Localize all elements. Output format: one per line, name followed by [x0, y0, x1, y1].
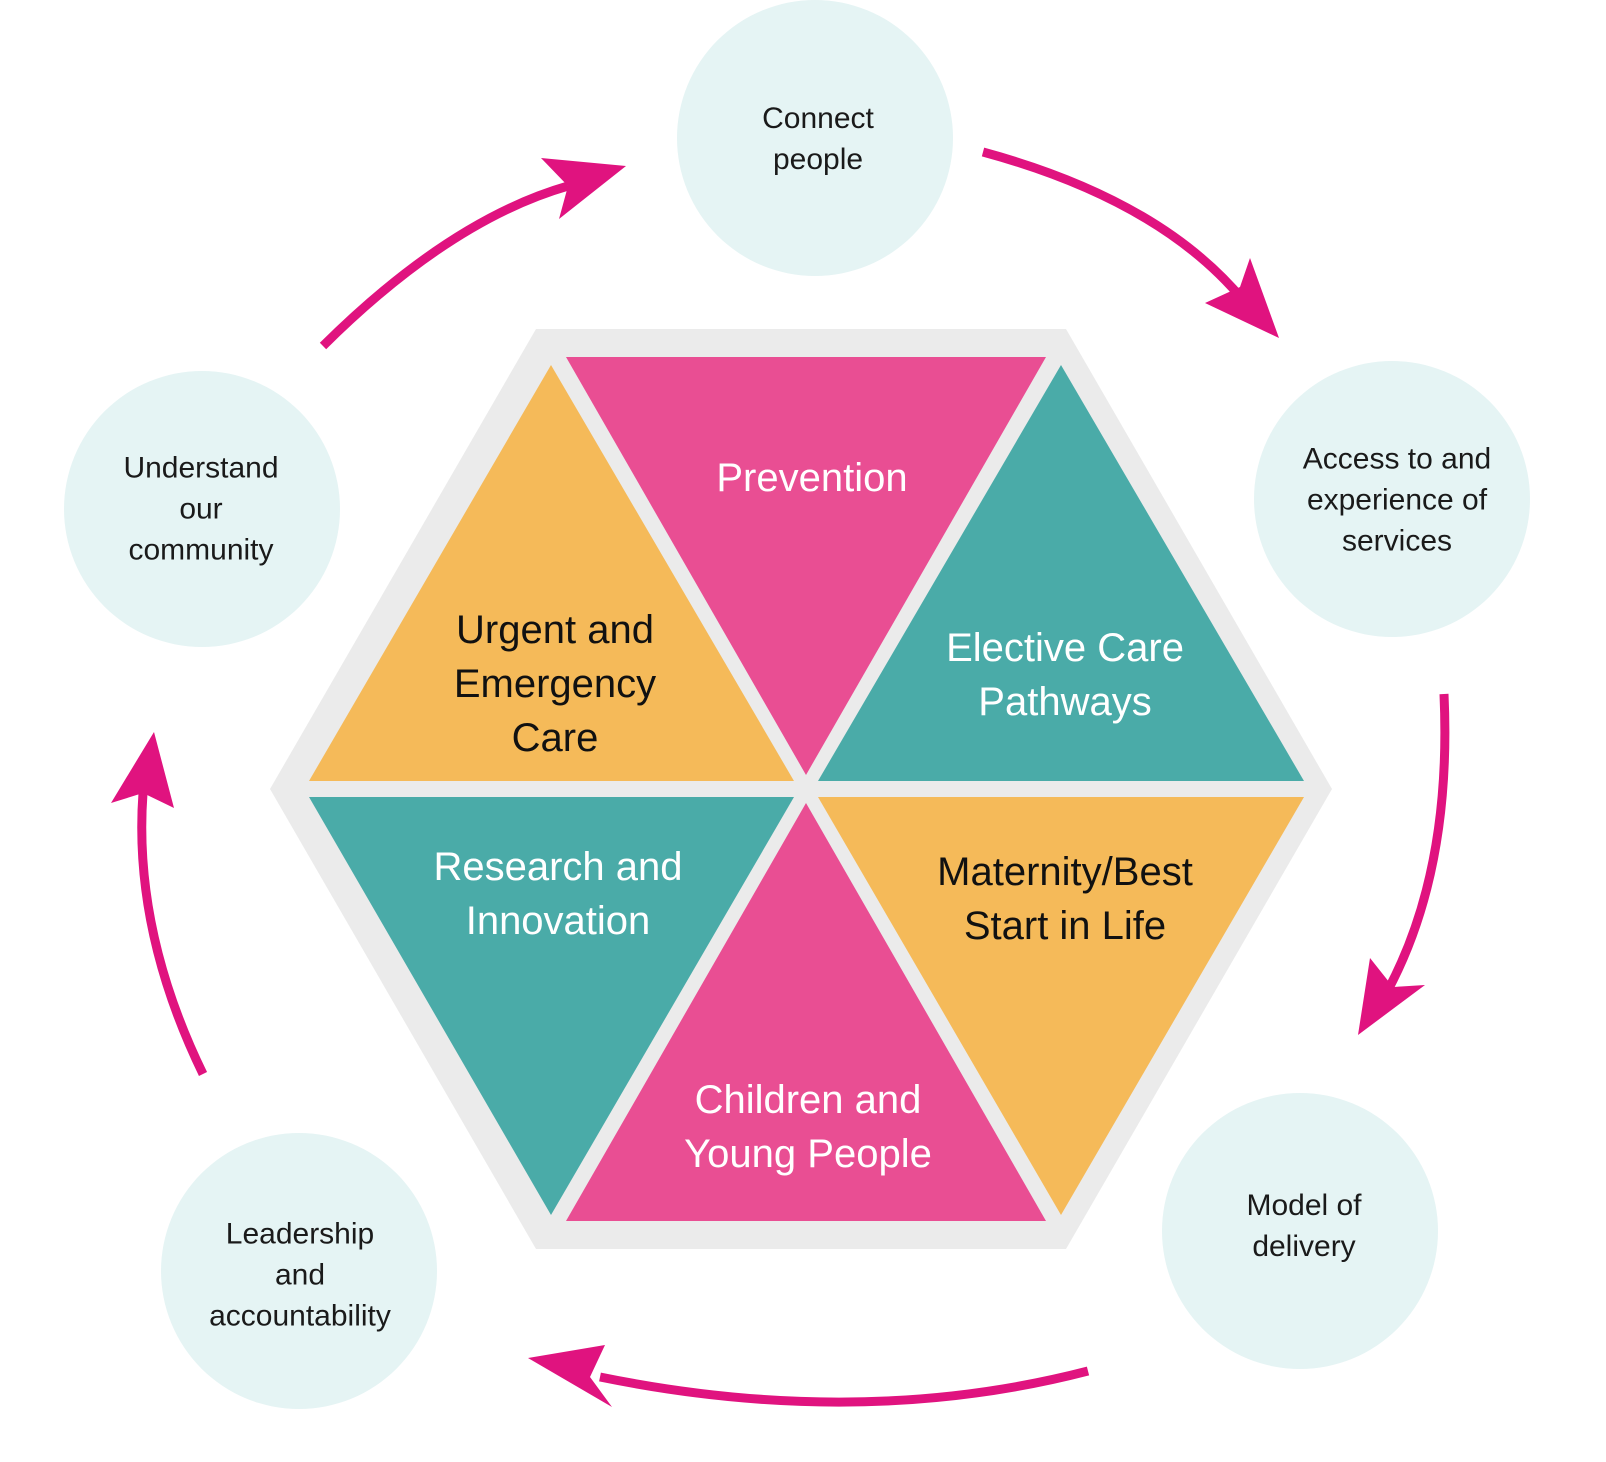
segment-prevention: [566, 357, 1046, 775]
arrow-arc-right: [1384, 693, 1450, 993]
circle-connect-people: [677, 0, 953, 276]
segment-label-prevention: Prevention: [716, 456, 908, 500]
arrow-head-top-right-icon: [1205, 258, 1279, 338]
arrow-head-left-icon: [111, 732, 174, 808]
arrow-arc-top-right: [981, 147, 1247, 303]
segment-urgent-care: [309, 365, 794, 781]
arrow-head-top-left-icon: [541, 158, 626, 219]
segment-label-maternity: Maternity/Best Start in Life: [937, 850, 1193, 948]
circle-label-understand-community: Understand our community: [123, 451, 279, 567]
segment-children: [566, 803, 1046, 1221]
segment-maternity: [818, 797, 1304, 1215]
arrow-arc-bottom: [599, 1366, 1090, 1407]
circle-label-leadership: Leadership and accountability: [209, 1217, 391, 1333]
arrow-head-right-icon: [1358, 958, 1425, 1035]
segment-label-research: Research and Innovation: [433, 845, 683, 943]
arrow-arc-top-left: [319, 181, 570, 350]
segment-label-elective-care: Elective Care Pathways: [946, 626, 1184, 724]
circle-model-delivery: [1162, 1093, 1438, 1369]
circle-leadership: [161, 1133, 437, 1409]
segment-elective-care: [818, 365, 1304, 781]
segment-research: [309, 797, 794, 1215]
circle-access-services: [1254, 361, 1530, 637]
circle-label-connect-people: Connect people: [762, 102, 874, 176]
arrow-arc-left: [137, 792, 208, 1076]
segment-label-urgent-care: Urgent and Emergency Care: [453, 608, 657, 760]
segment-label-children: Children and Young People: [684, 1078, 932, 1176]
circle-understand-community: [64, 371, 340, 647]
circle-label-access-services: Access to and experience of services: [1302, 442, 1492, 558]
circle-label-model-delivery: Model of delivery: [1246, 1189, 1362, 1263]
arrow-head-bottom-icon: [528, 1345, 612, 1407]
